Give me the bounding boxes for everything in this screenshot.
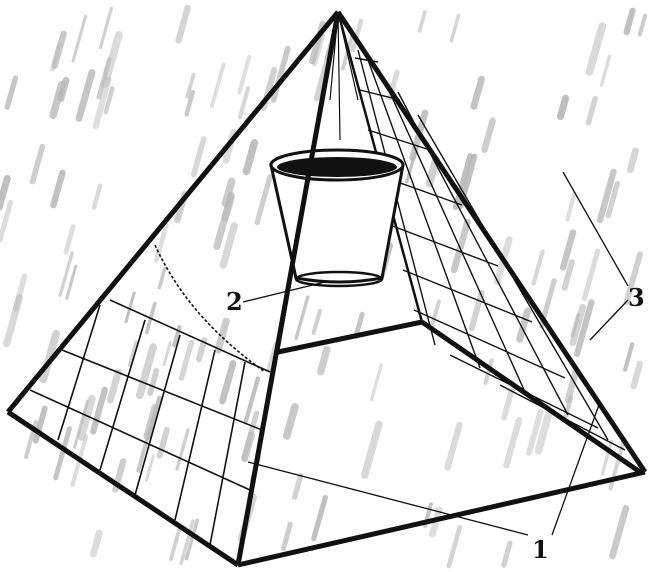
rain-streak bbox=[164, 343, 170, 366]
rain-streak bbox=[568, 371, 577, 401]
rain-streak bbox=[449, 527, 460, 566]
rain-streak bbox=[7, 78, 15, 107]
rain-streak bbox=[0, 179, 7, 208]
callout-label-1: 1 bbox=[532, 538, 549, 562]
rain-streak bbox=[245, 435, 252, 459]
rain-streak bbox=[625, 344, 632, 371]
rain-streak bbox=[218, 321, 226, 351]
rain-streak bbox=[159, 269, 165, 289]
rain-streak bbox=[314, 311, 320, 333]
leader-line-3b bbox=[590, 300, 628, 340]
rain-streak bbox=[484, 121, 492, 151]
rain-streak bbox=[584, 251, 597, 298]
rain-streak bbox=[506, 420, 519, 465]
rain-streak bbox=[372, 365, 382, 400]
rain-streak bbox=[588, 99, 595, 123]
rain-streak bbox=[93, 533, 99, 554]
rain-streak bbox=[454, 222, 467, 270]
rain-streak bbox=[504, 543, 510, 565]
rain-streak bbox=[365, 424, 379, 475]
rain-streak bbox=[474, 79, 482, 106]
rain-streak bbox=[171, 527, 180, 560]
collected-water bbox=[277, 157, 397, 177]
rain-streak bbox=[287, 407, 295, 437]
rain-streak bbox=[177, 430, 188, 470]
rain-streak bbox=[110, 372, 118, 400]
rain-streak bbox=[295, 476, 301, 498]
rain-streak bbox=[199, 340, 205, 360]
rain-streak bbox=[181, 343, 191, 380]
rain-streak bbox=[314, 498, 326, 539]
left-grid-row bbox=[110, 300, 270, 372]
rain-streak bbox=[223, 363, 234, 401]
rain-streak bbox=[320, 350, 326, 373]
rain-streak bbox=[284, 524, 291, 548]
right-face-grid bbox=[355, 50, 625, 450]
rain-streak bbox=[178, 8, 187, 41]
rain-streak bbox=[601, 56, 609, 86]
rain-streak bbox=[79, 73, 92, 120]
rain-streak bbox=[447, 425, 459, 468]
rain-streak bbox=[33, 147, 43, 182]
rain-streak bbox=[150, 371, 157, 394]
rain-streak bbox=[159, 430, 166, 457]
leader-line-1b bbox=[552, 402, 600, 535]
rain-streak bbox=[533, 251, 542, 284]
rain-streak bbox=[504, 390, 512, 417]
rain-streak bbox=[432, 302, 439, 328]
rain-streak bbox=[561, 98, 566, 116]
rain-streak bbox=[66, 227, 73, 253]
rain-streak bbox=[73, 16, 86, 61]
rain-streak bbox=[94, 186, 100, 208]
base-front-left-edge bbox=[8, 412, 238, 565]
rain-streak bbox=[420, 12, 425, 31]
rain-streak bbox=[630, 151, 636, 171]
rain-streak bbox=[613, 509, 626, 556]
rain-streak bbox=[627, 11, 633, 32]
rain-streak bbox=[640, 16, 645, 35]
rain-streak bbox=[633, 364, 640, 387]
suspension-cord bbox=[338, 12, 340, 140]
rain-streak bbox=[223, 226, 234, 266]
rain-streak bbox=[589, 26, 602, 72]
rain-streak bbox=[146, 457, 153, 481]
rain-streak bbox=[567, 194, 574, 221]
rain-streak bbox=[296, 297, 308, 338]
left-grid-col bbox=[135, 335, 180, 495]
rain-streak bbox=[53, 173, 62, 206]
rain-streak bbox=[93, 390, 105, 432]
left-face-wavy-edge bbox=[155, 245, 265, 372]
rain-streak bbox=[246, 143, 254, 172]
rain-streak bbox=[100, 9, 111, 48]
callout-label-3: 3 bbox=[628, 286, 645, 310]
rain-streak bbox=[212, 65, 224, 106]
rain-streak bbox=[194, 139, 204, 175]
rain-streak bbox=[451, 15, 458, 41]
rain-streak bbox=[257, 177, 270, 223]
callout-label-2: 2 bbox=[226, 290, 243, 314]
